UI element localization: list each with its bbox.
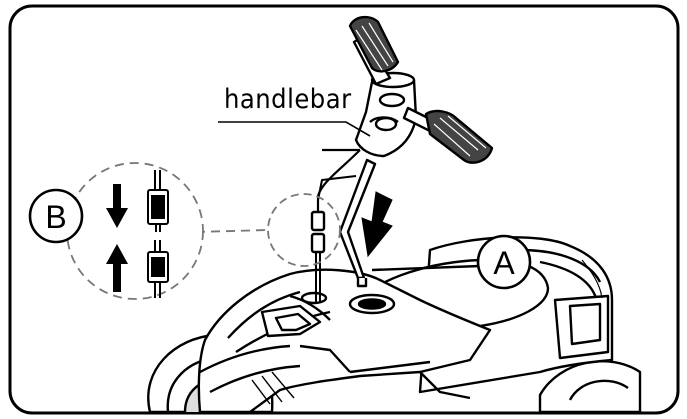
arrow-down-icon xyxy=(361,191,393,258)
callout-a-leader-line xyxy=(371,264,481,272)
right-grip xyxy=(424,109,494,164)
callout-b-label: B xyxy=(45,199,66,235)
front-body xyxy=(197,268,492,414)
connector-top xyxy=(147,170,169,232)
connector-bottom xyxy=(147,240,169,298)
atv-body xyxy=(147,236,642,414)
connector-highlight-circle xyxy=(267,193,341,267)
handlebar-label: handlebar xyxy=(224,84,352,115)
arrow-up-icon xyxy=(106,244,128,292)
steering-assembly xyxy=(310,15,494,302)
handlebar-leader-line xyxy=(218,121,371,137)
diagram-frame xyxy=(8,4,680,415)
callout-a: A xyxy=(371,234,532,290)
callout-a-label: A xyxy=(493,245,515,281)
connector-detail-circle xyxy=(66,162,204,300)
arrow-down-icon xyxy=(106,184,128,228)
detail-callout-b: B xyxy=(28,162,341,300)
left-grip xyxy=(348,15,400,73)
